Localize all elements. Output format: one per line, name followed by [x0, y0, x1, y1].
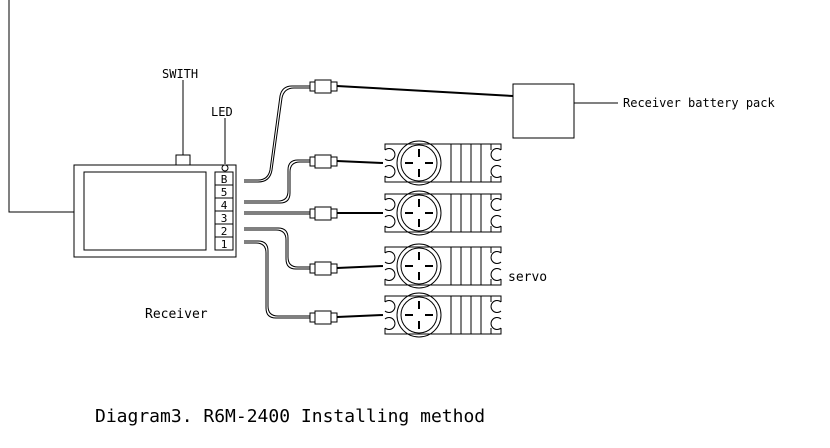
servo-cable-2: [244, 207, 383, 220]
led-label: LED: [211, 105, 233, 119]
port-label-5: 5: [221, 186, 228, 199]
port-label-3: 3: [221, 212, 228, 225]
servo-3: [383, 244, 503, 288]
servo-1: [383, 141, 503, 185]
servo-cable-1: [244, 155, 383, 203]
servo-cable-4: [244, 241, 383, 324]
led-indicator: [222, 165, 228, 171]
port-label-1: 1: [221, 238, 228, 251]
receiver-label-area: [84, 172, 206, 250]
port-label-2: 2: [221, 225, 228, 238]
servo-label: servo: [508, 270, 547, 285]
servo-4: [383, 293, 503, 337]
receiver-case: [74, 165, 236, 257]
switch-button: [176, 155, 190, 165]
port-label-b: B: [221, 173, 228, 186]
battery-cable: [244, 80, 513, 182]
switch-label: SWITH: [162, 67, 198, 81]
battery-label: Receiver battery pack: [623, 96, 775, 110]
receiver-label: Receiver: [145, 307, 208, 322]
servo-2: [383, 191, 503, 235]
battery-pack: [513, 84, 574, 138]
diagram-caption: Diagram3. R6M-2400 Installing method: [95, 406, 485, 427]
port-label-4: 4: [221, 199, 228, 212]
antenna-wire: [9, 0, 74, 212]
servo-cable-3: [244, 228, 383, 275]
